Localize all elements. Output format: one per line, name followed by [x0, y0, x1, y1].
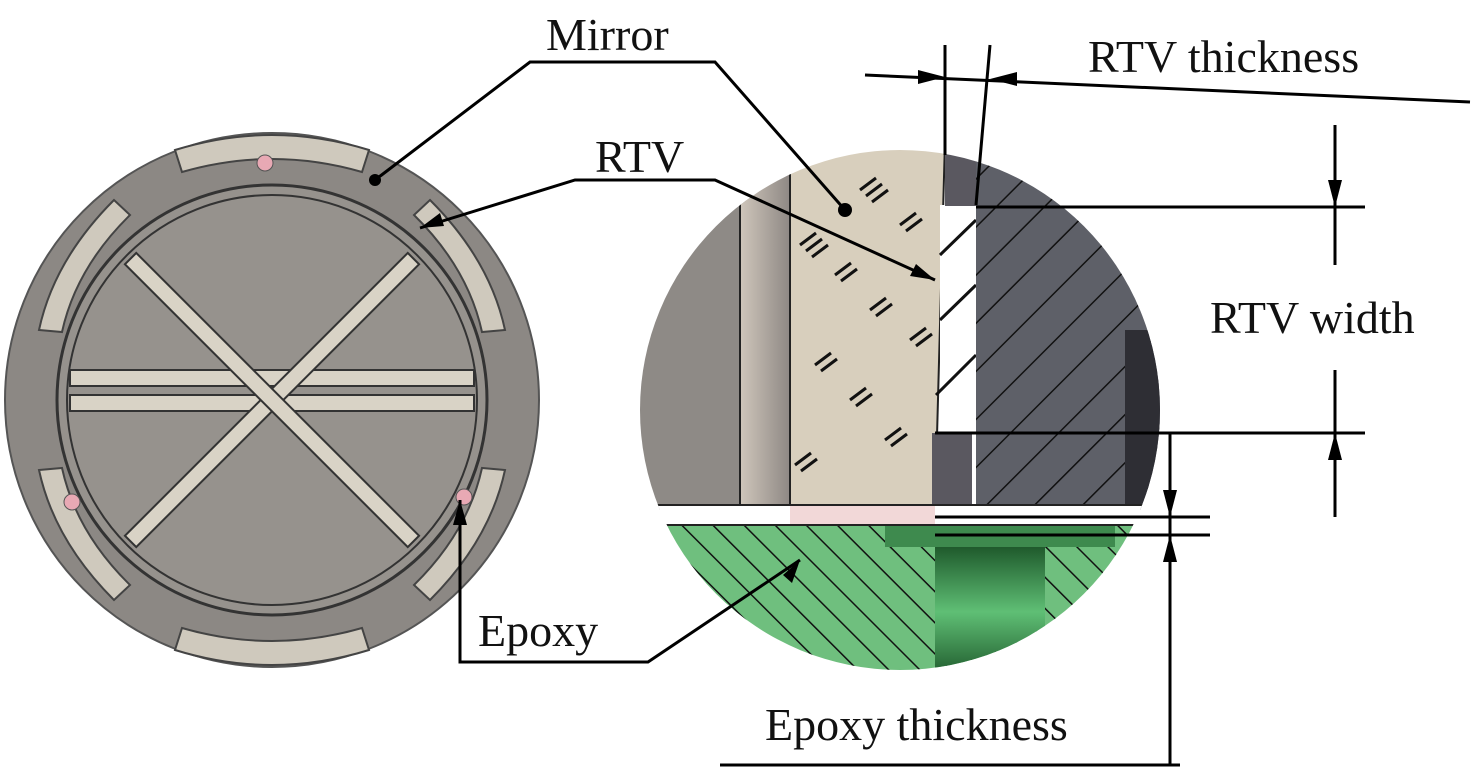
ribs — [69, 251, 475, 549]
label-rtv: RTV — [595, 131, 684, 182]
label-epoxy-thickness: Epoxy thickness — [765, 699, 1068, 750]
arrowheads — [369, 70, 1342, 583]
label-rtv-thickness: RTV thickness — [1088, 31, 1359, 82]
label-epoxy: Epoxy — [478, 605, 598, 656]
mirror-glass-hatch — [794, 176, 933, 473]
epoxy-dot — [256, 154, 274, 172]
epoxy-pad — [790, 505, 935, 527]
rtv-gap — [940, 205, 976, 433]
leader-lines — [374, 44, 1471, 767]
thread — [935, 547, 1045, 670]
epoxy-dot — [63, 493, 81, 511]
label-mirror: Mirror — [546, 9, 669, 60]
section-detail-view — [640, 150, 1160, 670]
label-rtv-width: RTV width — [1210, 292, 1415, 343]
epoxy-dot — [455, 488, 473, 506]
